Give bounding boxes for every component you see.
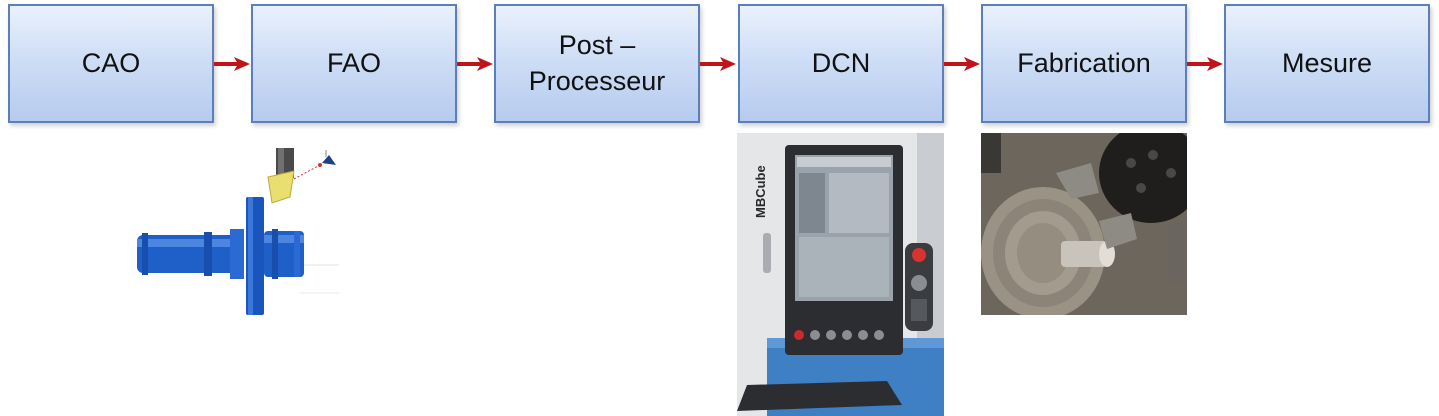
arrow-icon [1187,57,1223,71]
arrow-icon [457,57,493,71]
arrow-icon [944,57,980,71]
cnc-machine-photo: MBCube [737,133,944,416]
step-cao: CAO [8,4,214,123]
step-fabrication: Fabrication [981,4,1187,123]
step-post-processeur: Post – Processeur [494,4,700,123]
step-mesure: Mesure [1224,4,1430,123]
step-dcn: DCN [738,4,944,123]
fabrication-photo [981,133,1187,315]
cam-part-illustration [137,148,339,315]
arrow-icon [700,57,736,71]
machine-brand: MBCube [753,165,768,218]
arrow-icon [214,57,250,71]
step-fao: FAO [251,4,457,123]
